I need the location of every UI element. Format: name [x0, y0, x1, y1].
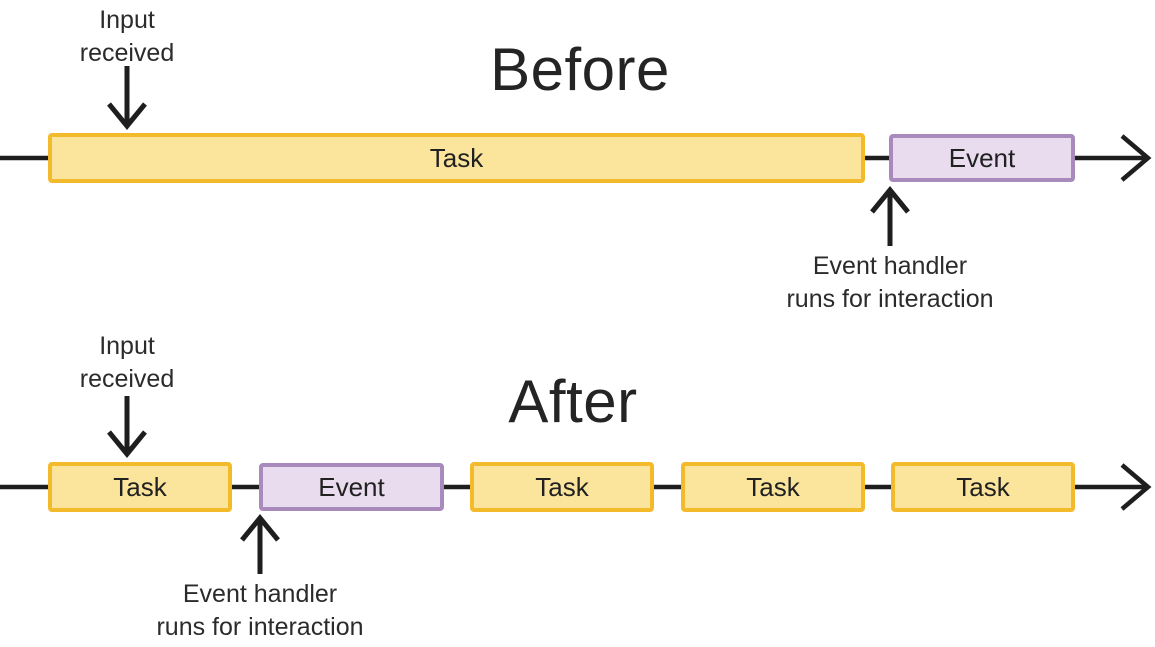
after-handler-arrow-icon	[240, 514, 280, 574]
before-section: Before Input received Task Event Event h…	[0, 0, 1155, 320]
before-handler-arrow-icon	[870, 186, 910, 246]
before-input-arrow-icon	[107, 66, 147, 130]
block-label: Task	[956, 471, 1010, 502]
after-input-arrow-icon	[107, 396, 147, 458]
block-label: Task	[535, 471, 589, 502]
before-input-label: Input received	[79, 6, 175, 67]
block-label: Task	[429, 142, 484, 173]
after-input-label: Input received	[79, 332, 175, 393]
after-task-block-2: Task	[470, 462, 654, 512]
after-event-block: Event	[259, 463, 444, 511]
after-section: After Input received Task Event Task Tas…	[0, 320, 1155, 647]
block-label: Event	[318, 471, 385, 502]
block-label: Event	[948, 142, 1016, 173]
before-handler-label: Event handler runs for interaction	[786, 252, 994, 313]
block-label: Task	[113, 471, 167, 502]
block-label: Task	[746, 471, 800, 502]
before-title: Before	[490, 36, 670, 103]
after-task-block-4: Task	[891, 462, 1075, 512]
before-task-block: Task	[48, 133, 865, 183]
before-event-block: Event	[889, 134, 1075, 182]
after-task-block-3: Task	[681, 462, 865, 512]
after-handler-label: Event handler runs for interaction	[156, 580, 364, 641]
after-title: After	[508, 368, 638, 435]
after-task-block-1: Task	[48, 462, 232, 512]
